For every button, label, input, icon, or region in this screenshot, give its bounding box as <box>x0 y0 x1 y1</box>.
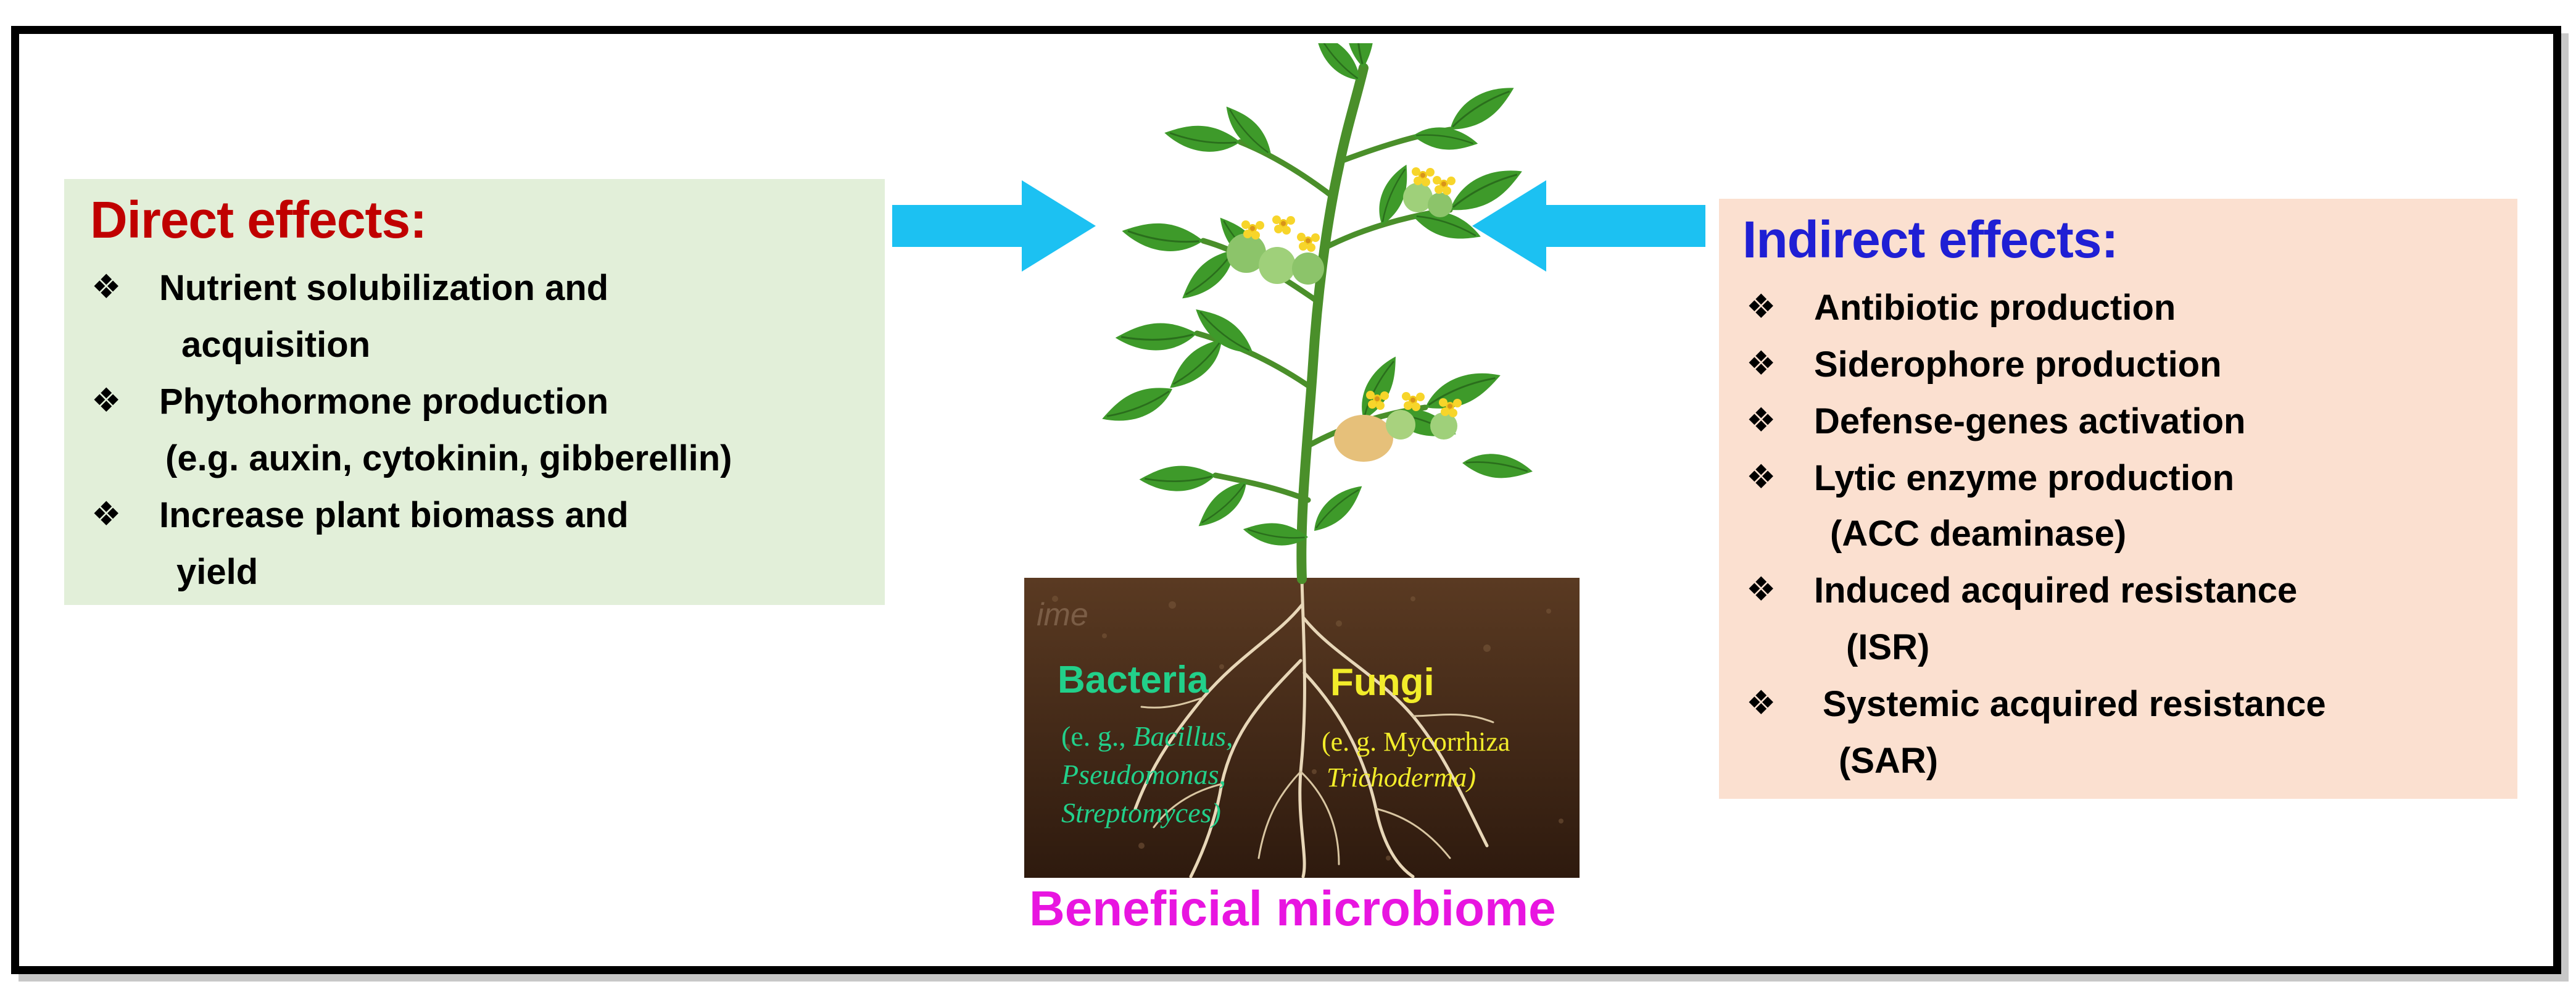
bullet-icon: ❖ <box>1746 571 1776 608</box>
bullet-icon: ❖ <box>1746 402 1776 439</box>
indirect-item-6: Systemic acquired resistance <box>1823 684 2326 724</box>
direct-item-3: Increase plant biomass and <box>159 495 629 535</box>
indirect-item-1: Antibiotic production <box>1814 288 2176 328</box>
bullet-icon: ❖ <box>91 269 122 306</box>
arrow-left-icon <box>1472 180 1705 272</box>
soil-watermark: ime <box>1037 597 1088 633</box>
tomato-plant-illustration <box>1024 43 1580 878</box>
direct-item-1: Nutrient solubilization and <box>159 268 609 308</box>
bullet-icon: ❖ <box>91 496 122 533</box>
indirect-item-5: Induced acquired resistance <box>1814 570 2298 611</box>
beneficial-microbiome-caption: Beneficial microbiome <box>1029 881 1556 936</box>
bullet-icon: ❖ <box>91 382 122 419</box>
bullet-icon: ❖ <box>1746 288 1776 325</box>
bacteria-example-bacillus: Bacillus, <box>1133 720 1233 752</box>
bacteria-example-streptomyces: Streptomyces) <box>1061 797 1221 828</box>
indirect-item-6-cont: (SAR) <box>1839 741 1939 781</box>
direct-effects-title: Direct effects: <box>90 191 427 249</box>
direct-item-1-cont: acquisition <box>181 325 371 365</box>
bullet-icon: ❖ <box>1746 345 1776 382</box>
indirect-item-4-cont: (ACC deaminase) <box>1830 514 2127 554</box>
indirect-effects-panel <box>1719 199 2517 799</box>
bacteria-examples-prefix: (e. g., <box>1061 720 1133 752</box>
bacteria-example-pseudomonas: Pseudomonas, <box>1061 759 1227 790</box>
arrow-right-icon <box>892 180 1096 272</box>
indirect-item-5-cont: (ISR) <box>1846 627 1930 667</box>
direct-item-2: Phytohormone production <box>159 382 609 422</box>
bacteria-label: Bacteria <box>1058 659 1209 701</box>
bullet-icon: ❖ <box>1746 685 1776 722</box>
indirect-item-4: Lytic enzyme production <box>1814 458 2235 498</box>
bacteria-examples-line-1: (e. g., Bacillus, <box>1061 720 1233 753</box>
fungi-example-mycorrhiza: (e. g. Mycorrhiza <box>1322 727 1510 757</box>
fungi-label: Fungi <box>1330 661 1435 704</box>
direct-effects-panel <box>64 179 885 605</box>
direct-item-3-cont: yield <box>176 552 259 592</box>
direct-item-2-cont: (e.g. auxin, cytokinin, gibberellin) <box>165 438 732 478</box>
fungi-example-trichoderma: Trichoderma) <box>1327 762 1476 793</box>
bullet-icon: ❖ <box>1746 459 1776 496</box>
indirect-effects-title: Indirect effects: <box>1742 211 2118 269</box>
indirect-item-3: Defense-genes activation <box>1814 401 2246 441</box>
indirect-item-2: Siderophore production <box>1814 344 2222 385</box>
